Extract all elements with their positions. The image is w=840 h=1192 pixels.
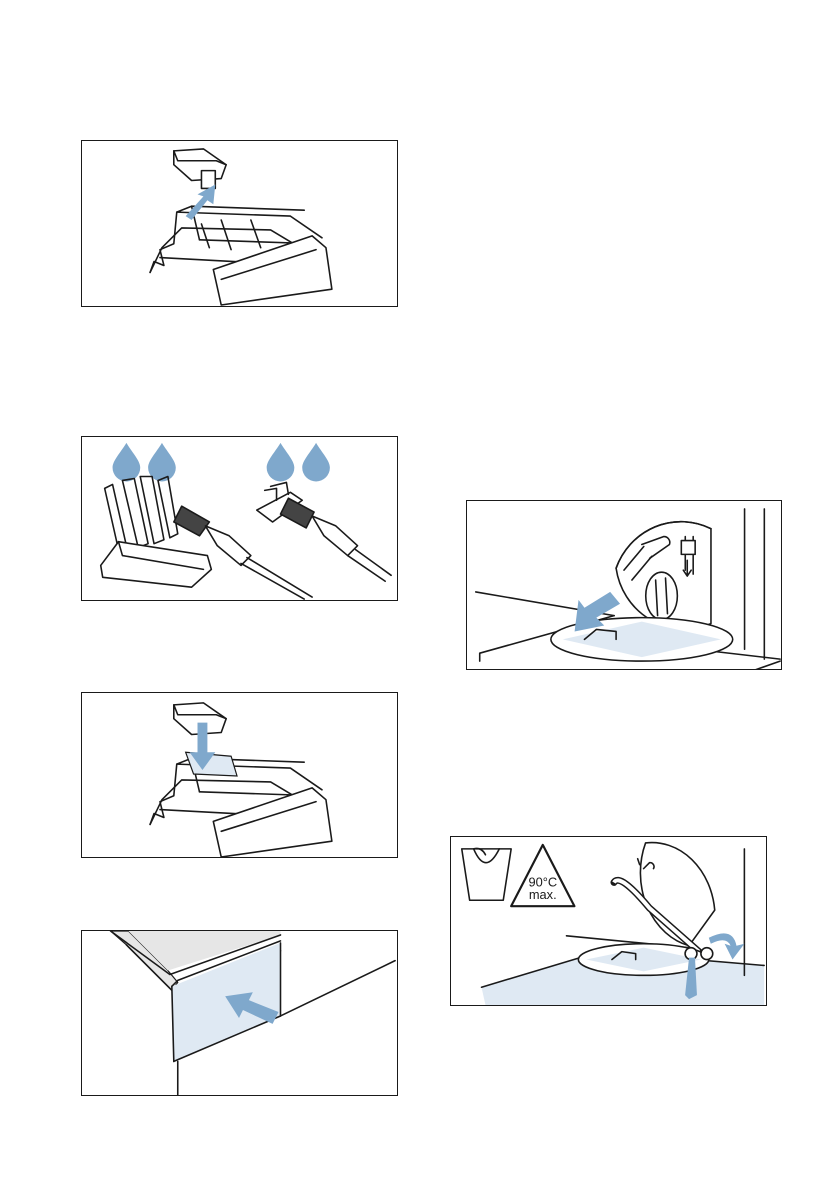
illustration-remove-insert: [81, 140, 398, 307]
illustration-push-drawer: [81, 930, 398, 1096]
arrow-up-icon: [186, 184, 216, 220]
illustration-open-flap: [466, 500, 782, 670]
warning-qualifier: max.: [529, 887, 557, 902]
illustration-reinsert: [81, 692, 398, 858]
water-drop-icon: [113, 443, 330, 482]
warning-triangle-icon: 90°C max.: [511, 845, 574, 906]
bucket-icon: [462, 848, 511, 900]
brush-icon: [280, 498, 391, 581]
illustration-drain-hose: 90°C max.: [450, 836, 767, 1006]
illustration-clean-with-brush: [81, 436, 398, 601]
